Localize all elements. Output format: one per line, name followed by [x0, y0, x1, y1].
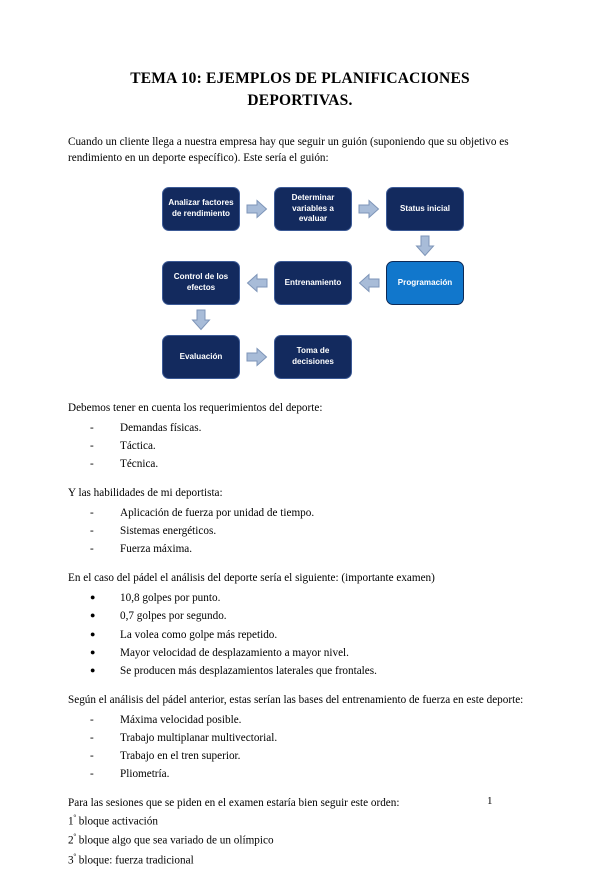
- session-block-ordinal-sup: º: [73, 832, 76, 842]
- session-block-ordinal: 1: [68, 816, 74, 829]
- arrow-down-status-to-programacion: [415, 235, 435, 257]
- spacer: [68, 558, 532, 571]
- padel-lead: En el caso del pádel el análisis del dep…: [68, 572, 435, 585]
- flow-node-label: Analizar factores de rendimiento: [168, 198, 234, 218]
- padel-list: ● 10,8 golpes por punto. ● 0,7 golpes po…: [68, 589, 532, 680]
- sessions-lead: Para las sesiones que se piden en el exa…: [68, 797, 400, 810]
- list-item-label: Pliometría.: [120, 768, 170, 781]
- dash-marker: -: [90, 732, 94, 745]
- requirements-lead: Debemos tener en cuenta los requerimient…: [68, 401, 323, 414]
- list-item: ● La volea como golpe más repetido.: [68, 626, 532, 644]
- list-item: - Máxima velocidad posible.: [68, 711, 532, 729]
- session-block-line-3: 3º bloque: fuerza tradicional: [68, 851, 532, 870]
- list-item: - Sistemas energéticos.: [68, 522, 532, 540]
- flow-node-determinar: Determinar variables a evaluar: [274, 186, 352, 231]
- list-item: ● Mayor velocidad de desplazamiento a ma…: [68, 644, 532, 662]
- flow-node-label: Status inicial: [400, 203, 450, 213]
- spacer: [68, 680, 532, 693]
- bullet-marker: ●: [90, 610, 96, 621]
- bullet-marker: ●: [90, 628, 96, 639]
- page-title: TEMA 10: EJEMPLOS DE PLANIFICACIONES DEP…: [130, 70, 470, 110]
- list-item-label: Demandas físicas.: [120, 421, 202, 434]
- list-item-label: Mayor velocidad de desplazamiento a mayo…: [120, 646, 349, 659]
- list-item-label: 10,8 golpes por punto.: [120, 592, 221, 605]
- list-item: ● 10,8 golpes por punto.: [68, 589, 532, 607]
- bullet-marker: ●: [90, 592, 96, 603]
- dash-marker: -: [90, 713, 94, 726]
- list-item-label: Trabajo multiplanar multivectorial.: [120, 732, 278, 745]
- list-item: - Trabajo en el tren superior.: [68, 747, 532, 765]
- dash-marker: -: [90, 439, 94, 452]
- session-block-text: bloque: fuerza tradicional: [75, 854, 194, 867]
- session-block-text: bloque activación: [75, 816, 158, 829]
- session-block-text: bloque algo que sea variado de un olímpi…: [75, 835, 274, 848]
- flow-node-label: Toma de decisiones: [292, 346, 334, 366]
- list-item: - Técnica.: [68, 455, 532, 473]
- list-item: ● 0,7 golpes por segundo.: [68, 607, 532, 625]
- arrow-right-determinar-to-status: [358, 199, 380, 219]
- strength-bases-list: - Máxima velocidad posible. - Trabajo mu…: [68, 711, 532, 784]
- dash-marker: -: [90, 421, 94, 434]
- list-item: - Táctica.: [68, 437, 532, 455]
- dash-marker: -: [90, 750, 94, 763]
- planning-flowchart: Analizar factores de rendimiento Determi…: [68, 179, 532, 391]
- list-item-label: Se producen más desplazamientos laterale…: [120, 664, 377, 677]
- bullet-marker: ●: [90, 646, 96, 657]
- spacer: [68, 473, 532, 486]
- flow-node-label: Control de los efectos: [173, 272, 229, 292]
- bullet-marker: ●: [90, 664, 96, 675]
- document-page: TEMA 10: EJEMPLOS DE PLANIFICACIONES DEP…: [68, 70, 524, 867]
- session-block-line-2: 2º bloque algo que sea variado de un olí…: [68, 831, 532, 850]
- dash-marker: -: [90, 768, 94, 781]
- intro-paragraph: Cuando un cliente llega a nuestra empres…: [68, 135, 509, 164]
- list-item-label: Sistemas energéticos.: [120, 525, 217, 538]
- abilities-lead: Y las habilidades de mi deportista:: [68, 487, 223, 500]
- abilities-list: - Aplicación de fuerza por unidad de tie…: [68, 504, 532, 558]
- flow-node-control-efectos: Control de los efectos: [162, 260, 240, 305]
- arrow-left-programacion-to-entrenamiento: [358, 273, 380, 293]
- dash-marker: -: [90, 506, 94, 519]
- flow-node-analizar: Analizar factores de rendimiento: [162, 186, 240, 231]
- list-item: - Fuerza máxima.: [68, 540, 532, 558]
- list-item-label: Táctica.: [120, 439, 156, 452]
- list-item: - Trabajo multiplanar multivectorial.: [68, 729, 532, 747]
- page-content: TEMA 10: EJEMPLOS DE PLANIFICACIONES DEP…: [68, 68, 532, 870]
- list-item: ● Se producen más desplazamientos latera…: [68, 662, 532, 680]
- dash-marker: -: [90, 543, 94, 556]
- dash-marker: -: [90, 457, 94, 470]
- list-item-label: 0,7 golpes por segundo.: [120, 610, 227, 623]
- session-block-ordinal: 2: [68, 835, 74, 848]
- flow-node-evaluacion: Evaluación: [162, 334, 240, 379]
- list-item: - Aplicación de fuerza por unidad de tie…: [68, 504, 532, 522]
- list-item-label: Técnica.: [120, 457, 159, 470]
- arrow-left-entrenamiento-to-control: [246, 273, 268, 293]
- flow-node-toma-decisiones: Toma de decisiones: [274, 334, 352, 379]
- list-item-label: Aplicación de fuerza por unidad de tiemp…: [120, 506, 315, 519]
- session-block-line-1: 1º bloque activación: [68, 812, 532, 831]
- arrow-down-control-to-evaluacion: [191, 309, 211, 331]
- spacer: [68, 783, 532, 796]
- flow-node-label: Programación: [397, 277, 453, 287]
- dash-marker: -: [90, 525, 94, 538]
- strength-bases-lead: Según el análisis del pádel anterior, es…: [68, 694, 524, 707]
- flow-node-programacion: Programación: [386, 260, 464, 305]
- list-item: - Pliometría.: [68, 765, 532, 783]
- session-block-ordinal-sup: º: [73, 813, 76, 823]
- page-number: 1: [487, 795, 493, 807]
- flow-node-label: Evaluación: [179, 351, 223, 361]
- flow-node-label: Determinar variables a evaluar: [291, 193, 335, 223]
- flow-node-label: Entrenamiento: [284, 277, 342, 287]
- arrow-right-analizar-to-determinar: [246, 199, 268, 219]
- list-item-label: Trabajo en el tren superior.: [120, 750, 241, 763]
- flow-node-status-inicial: Status inicial: [386, 186, 464, 231]
- flow-node-entrenamiento: Entrenamiento: [274, 260, 352, 305]
- list-item-label: Máxima velocidad posible.: [120, 713, 242, 726]
- arrow-right-evaluacion-to-toma: [246, 347, 268, 367]
- list-item-label: Fuerza máxima.: [120, 543, 193, 556]
- list-item: - Demandas físicas.: [68, 419, 532, 437]
- list-item-label: La volea como golpe más repetido.: [120, 628, 278, 641]
- requirements-list: - Demandas físicas. - Táctica. - Técnica…: [68, 419, 532, 473]
